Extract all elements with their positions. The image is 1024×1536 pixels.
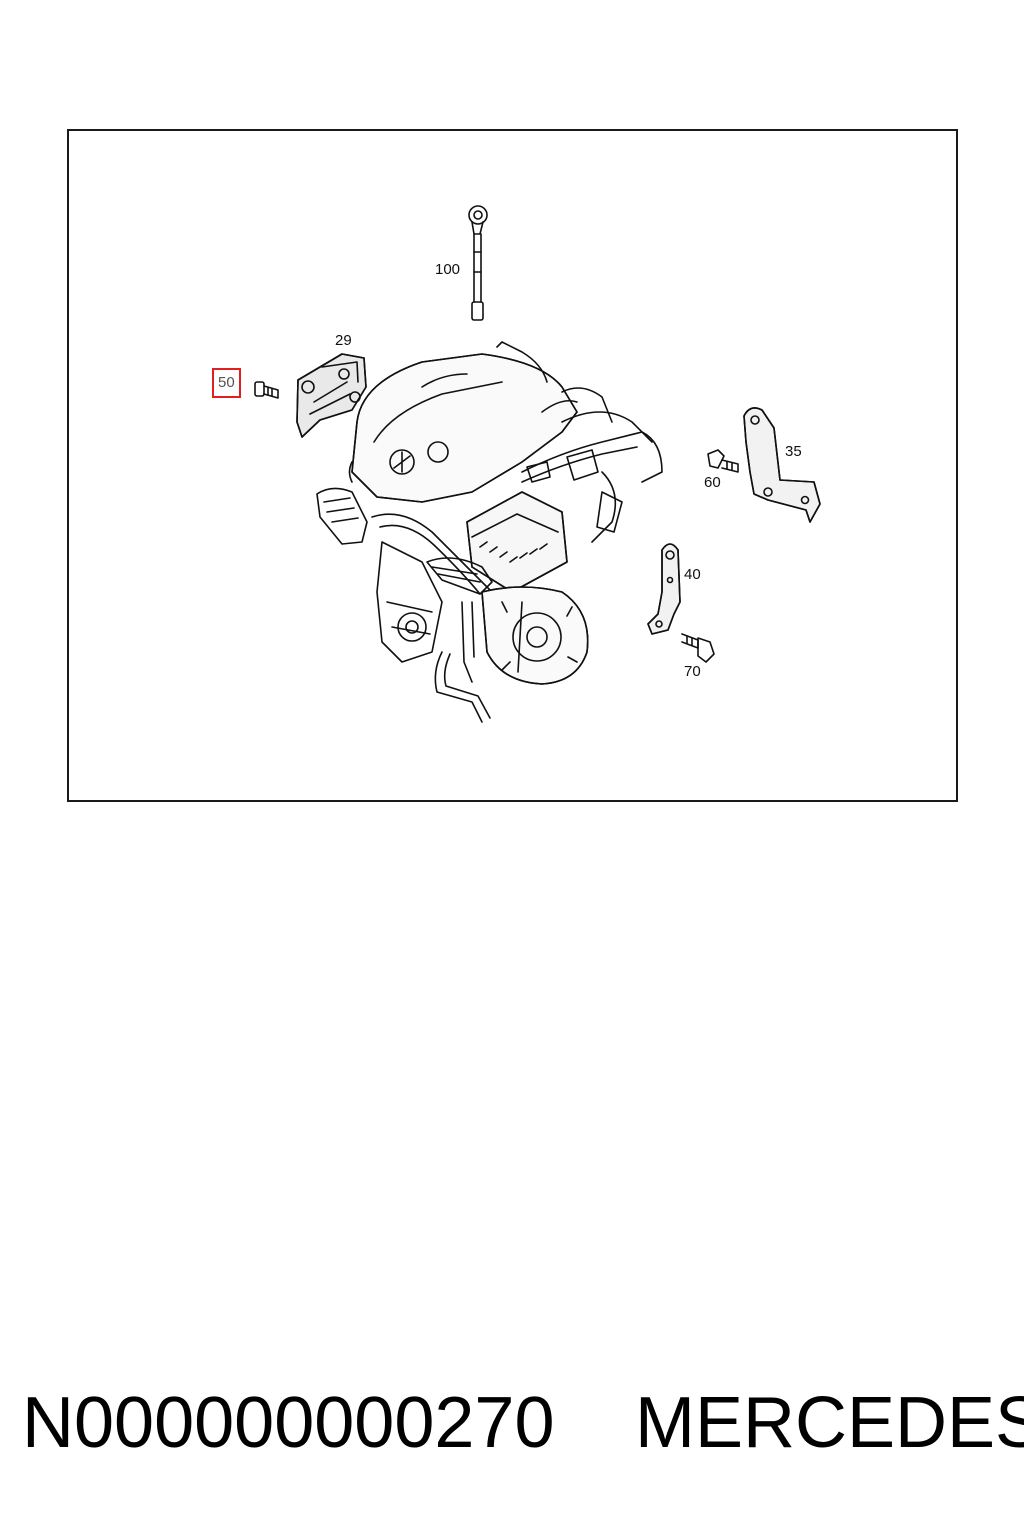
bracket-35-part — [743, 407, 821, 523]
engine-mount-bracket-part — [296, 353, 367, 438]
callout-50-highlighted[interactable]: 50 — [212, 368, 241, 398]
callout-60[interactable]: 60 — [704, 474, 721, 491]
callout-70[interactable]: 70 — [684, 663, 701, 680]
part-number: N000000000270 — [22, 1383, 555, 1463]
footer: N000000000270 MERCEDES — [0, 1378, 1024, 1468]
bolt-50-part — [254, 381, 279, 399]
bracket-40-part — [647, 543, 681, 635]
engine-exploded-view — [254, 205, 821, 723]
callout-100[interactable]: 100 — [435, 261, 461, 278]
bolt-60-part — [707, 449, 739, 473]
diagram-frame: 100 29 50 35 60 40 70 — [67, 129, 958, 802]
bolt-70-part — [681, 633, 715, 663]
callout-35[interactable]: 35 — [785, 443, 802, 460]
engine-assembly — [316, 341, 663, 723]
callout-40[interactable]: 40 — [684, 566, 701, 583]
brand-name: MERCEDES — [635, 1383, 1024, 1463]
dipstick-part — [468, 205, 488, 321]
callout-29[interactable]: 29 — [335, 332, 352, 349]
